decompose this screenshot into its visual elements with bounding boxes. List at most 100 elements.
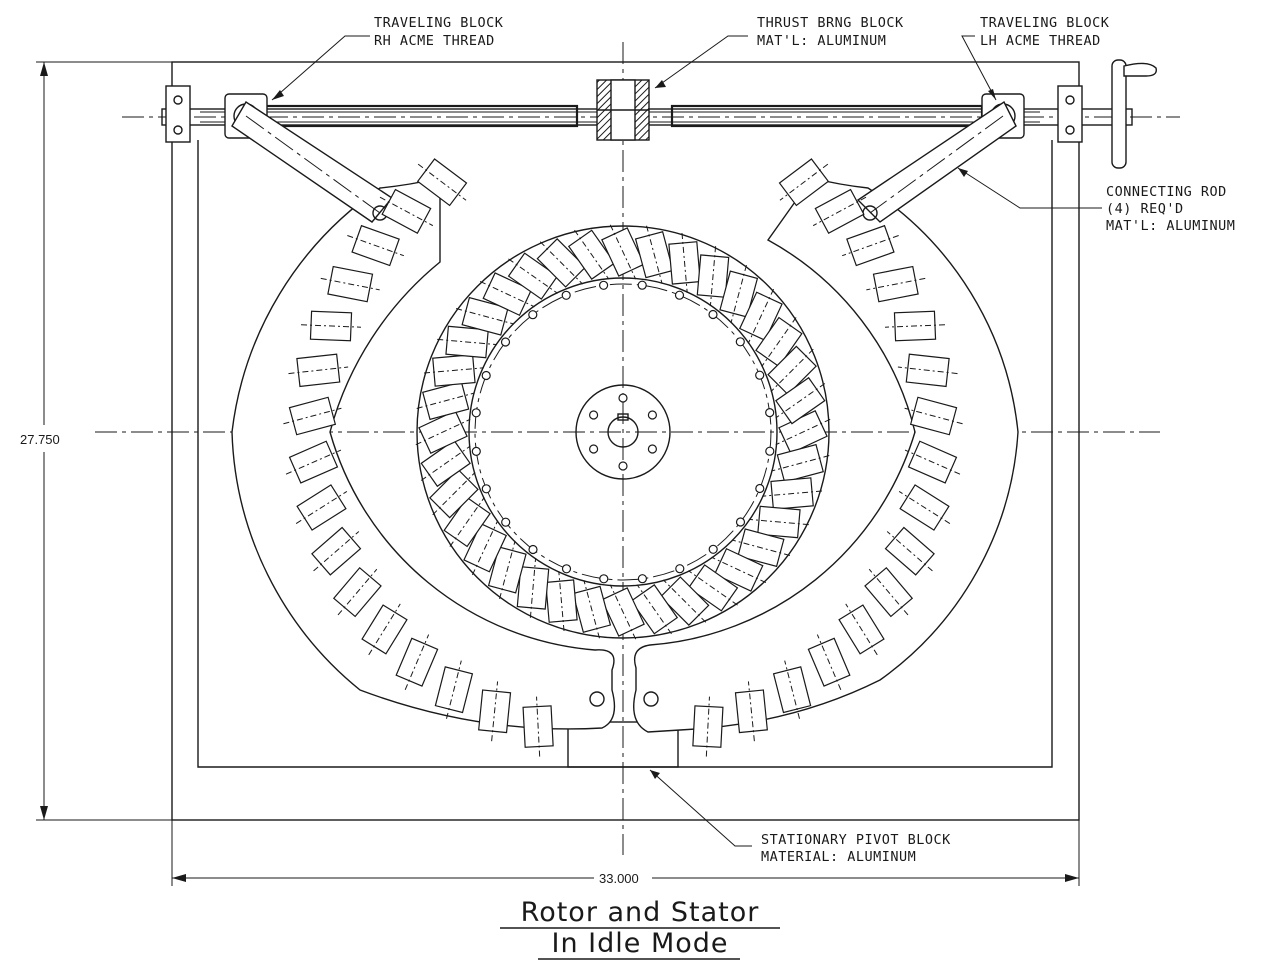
stator-magnet-right — [778, 158, 830, 207]
stator-magnet-right — [841, 224, 899, 267]
rotor-bolt-holes — [471, 280, 775, 584]
pivot-block-label: STATIONARY PIVOT BLOCK — [761, 832, 951, 848]
bolt-hole — [481, 370, 491, 381]
rotor-magnet — [601, 584, 645, 640]
rotor-magnet — [437, 325, 498, 359]
width-dimension-text: 33.000 — [599, 871, 639, 886]
connecting-rod-material: MAT'L: ALUMINUM — [1106, 218, 1235, 234]
connecting-rod-left — [231, 101, 394, 223]
rotor-magnet — [748, 505, 809, 539]
rotor-magnet — [429, 468, 479, 519]
outer-frame — [171, 61, 1080, 821]
rotor-magnet — [738, 288, 783, 344]
bolt-hole — [528, 544, 538, 555]
rotor-magnet — [536, 238, 587, 288]
rotor-magnet — [668, 232, 701, 293]
stator-magnet-left — [434, 660, 474, 719]
rotor-magnet — [771, 443, 830, 483]
traveling-block-lh-label: TRAVELING BLOCK — [980, 15, 1110, 31]
rotor-magnet — [687, 564, 739, 612]
stator-magnet-left — [478, 681, 512, 742]
bolt-hole — [755, 370, 765, 380]
bolt-hole — [765, 408, 775, 418]
stator-magnet-right — [904, 396, 963, 436]
traveling-block-rh-sublabel: RH ACME THREAD — [374, 33, 495, 49]
stator-magnet-right — [838, 603, 885, 656]
rotor-inner-rim — [468, 277, 778, 587]
bolt-hole — [735, 337, 745, 347]
stator-magnet-left — [332, 566, 382, 618]
stator-magnet-left — [301, 310, 361, 342]
stator-magnet-right — [772, 660, 812, 719]
stator-magnet-left — [295, 484, 348, 531]
rotor-magnet — [479, 272, 535, 317]
rotor-bolt-circle — [474, 283, 772, 581]
rotor-magnet — [755, 316, 803, 368]
hub-hole — [588, 410, 599, 420]
bolt-hole — [561, 290, 571, 300]
stator-magnet-left — [283, 396, 342, 436]
drawing-title-line2: In Idle Mode — [551, 928, 728, 959]
bolt-hole — [637, 280, 647, 290]
pivot-hole-right — [643, 691, 659, 707]
bolt-hole — [755, 483, 765, 494]
hub-hole — [647, 410, 658, 420]
stator-magnets — [283, 158, 963, 757]
pivot-hole-left — [589, 691, 605, 707]
rotor-magnet — [601, 224, 645, 280]
thrust-bearing-material: MAT'L: ALUMINUM — [757, 33, 886, 49]
rotor-magnet — [420, 439, 471, 488]
stator-magnet-left — [395, 634, 439, 691]
stator-magnet-left — [311, 526, 362, 576]
rotor-magnet — [545, 571, 578, 632]
stator-magnet-right — [692, 696, 724, 757]
stator-magnet-right — [866, 265, 926, 303]
rotor-magnet — [711, 547, 767, 592]
drawing-title-line1: Rotor and Stator — [521, 897, 760, 928]
bolt-hole — [598, 280, 609, 290]
bolt-hole — [599, 574, 609, 584]
bolt-hole — [471, 408, 481, 418]
right-end-bearing — [1057, 85, 1083, 143]
connecting-rod-right — [856, 100, 1017, 223]
thrust-bearing-block — [596, 79, 650, 141]
rotor-outer-rim — [416, 225, 830, 639]
bolt-hole — [481, 484, 491, 494]
stator-magnet-right — [885, 310, 945, 342]
stator-magnet-right — [864, 566, 914, 618]
rotor-magnet — [455, 296, 515, 336]
stator-magnet-left — [347, 224, 405, 267]
rotor-magnet — [719, 264, 759, 324]
stator-magnet-right — [898, 484, 951, 531]
rotor-magnet — [516, 557, 550, 618]
stator-magnet-right — [904, 440, 961, 484]
stator-magnet-left — [522, 696, 554, 757]
hub-hole — [647, 444, 658, 454]
left-end-bearing — [165, 85, 191, 143]
rotor-magnet — [443, 496, 491, 548]
stator-magnet-left — [285, 440, 342, 484]
bolt-hole — [500, 337, 511, 347]
rotor-magnet — [415, 410, 471, 454]
bolt-hole — [637, 574, 648, 584]
rotor-magnet — [416, 381, 475, 421]
bolt-hole — [735, 517, 746, 527]
stator-magnet-left — [416, 158, 468, 207]
bolt-hole — [708, 309, 718, 320]
rotor-magnet — [659, 576, 710, 626]
stator-magnet-right — [734, 681, 768, 742]
rotor-magnet — [762, 477, 823, 510]
crank-handle — [1111, 59, 1157, 169]
hub-hole — [618, 461, 628, 471]
height-dimension — [36, 61, 172, 821]
thrust-bearing-label: THRUST BRNG BLOCK — [757, 15, 904, 31]
pivot-block-material: MATERIAL: ALUMINUM — [761, 849, 916, 865]
bolt-hole — [675, 564, 685, 574]
rotor-magnet — [572, 580, 612, 639]
stator-magnet-right — [807, 634, 851, 691]
stator-magnet-left — [288, 353, 349, 388]
stator-magnet-right — [812, 188, 867, 235]
rotor-magnet — [775, 376, 826, 425]
